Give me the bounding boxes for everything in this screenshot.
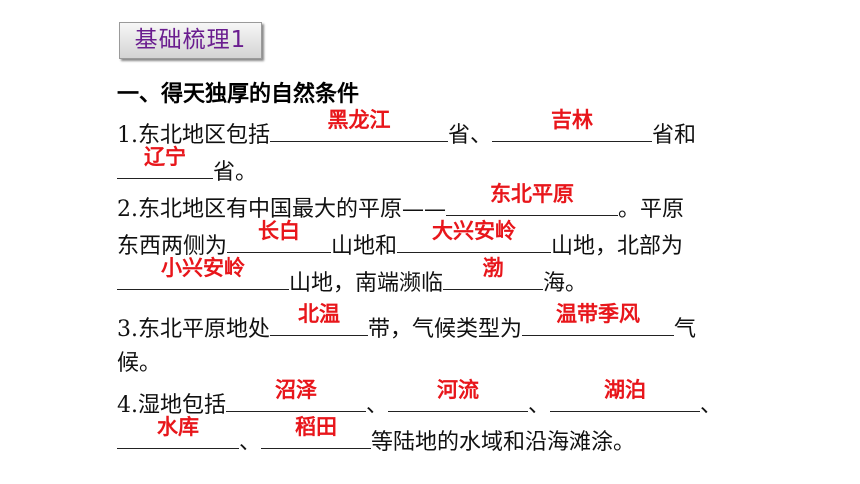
answer-blank-zhaoze: 沼泽 — [226, 378, 366, 412]
text-segment: 省。 — [213, 160, 258, 185]
text-segment: 山地，南端濒临 — [289, 271, 444, 296]
answer-blank-jilin: 吉林 — [492, 108, 653, 142]
answer-blank-wendai-jifeng: 温带季风 — [522, 302, 675, 336]
text-segment: 。平原 — [618, 197, 685, 222]
answer-blank-bo: 渤 — [443, 256, 544, 290]
text-segment: 海。 — [543, 271, 588, 296]
answer-blank-changbai: 长白 — [227, 219, 332, 253]
answer-blank-hubo: 湖泊 — [550, 378, 701, 412]
answer-text: 水库 — [157, 415, 199, 439]
text-line-8: 4.湿地包括 沼泽、 河流、 湖泊、 — [117, 378, 723, 421]
answer-text: 沼泽 — [275, 378, 317, 402]
text-line-3: 2.东北地区有中国最大的平原—— 东北平原。平原 — [117, 182, 685, 225]
section-heading: 一、得天独厚的自然条件 — [117, 82, 360, 107]
answer-text: 小兴安岭 — [161, 256, 245, 280]
answer-text: 稻田 — [295, 415, 338, 439]
text-line-7: 候。 — [117, 346, 161, 382]
answer-text: 长白 — [258, 219, 301, 243]
text-segment: 2.东北地区有中国最大的平原—— — [117, 197, 446, 222]
text-segment: 东西两侧为 — [117, 234, 228, 259]
answer-blank-daotian: 稻田 — [261, 415, 372, 449]
text-segment: 、 — [239, 430, 262, 455]
text-segment: 候。 — [117, 351, 162, 376]
text-segment: 3.东北平原地处 — [117, 317, 270, 342]
text-segment: 、 — [528, 393, 551, 418]
answer-text: 黑龙江 — [327, 108, 391, 132]
answer-blank-liaoning: 辽宁 — [117, 145, 213, 179]
answer-text: 渤 — [482, 256, 504, 280]
answer-text: 温带季风 — [556, 302, 641, 326]
text-line-2: 辽宁省。 — [117, 145, 258, 188]
text-segment: 、 — [700, 393, 723, 418]
answer-blank-heilongjiang: 黑龙江 — [270, 108, 448, 142]
section-tag: 基础梳理1 — [119, 22, 262, 59]
answer-blank-beiwen: 北温 — [270, 302, 368, 336]
text-segment: 1.东北地区包括 — [117, 123, 270, 148]
text-segment: 山地，北部为 — [551, 234, 684, 259]
text-segment: 省、 — [448, 123, 493, 148]
text-segment: 山地和 — [331, 234, 398, 259]
text-segment: 省和 — [652, 123, 697, 148]
text-segment: 、 — [366, 393, 389, 418]
answer-text: 吉林 — [551, 108, 594, 132]
answer-blank-xiaoxinganling: 小兴安岭 — [117, 256, 289, 290]
text-segment: 等陆地的水域和沿海滩涂。 — [371, 430, 636, 455]
answer-text: 北温 — [298, 302, 340, 326]
answer-text: 东北平原 — [490, 182, 574, 206]
text-line-6: 3.东北平原地处 北温带，气候类型为 温带季风气 — [117, 302, 697, 345]
text-line-4: 东西两侧为 长白山地和 大兴安岭山地，北部为 — [117, 219, 684, 262]
answer-text: 大兴安岭 — [432, 219, 517, 243]
answer-text: 辽宁 — [144, 145, 186, 169]
text-segment: 气 — [674, 317, 697, 342]
answer-blank-shuiku: 水库 — [117, 415, 239, 449]
answer-blank-heliu: 河流 — [388, 378, 529, 412]
answer-text: 河流 — [437, 378, 480, 402]
answer-blank-dongbei-pingyuan: 东北平原 — [446, 182, 618, 216]
text-segment: 带，气候类型为 — [368, 317, 523, 342]
text-segment: 4.湿地包括 — [117, 393, 226, 418]
answer-blank-daxinganling: 大兴安岭 — [397, 219, 552, 253]
text-line-5: 小兴安岭山地，南端濒临 渤海。 — [117, 256, 588, 299]
answer-text: 湖泊 — [604, 378, 647, 402]
text-line-1: 1.东北地区包括 黑龙江省、 吉林省和 — [117, 108, 697, 151]
text-line-9: 水库、 稻田等陆地的水域和沿海滩涂。 — [117, 415, 636, 458]
